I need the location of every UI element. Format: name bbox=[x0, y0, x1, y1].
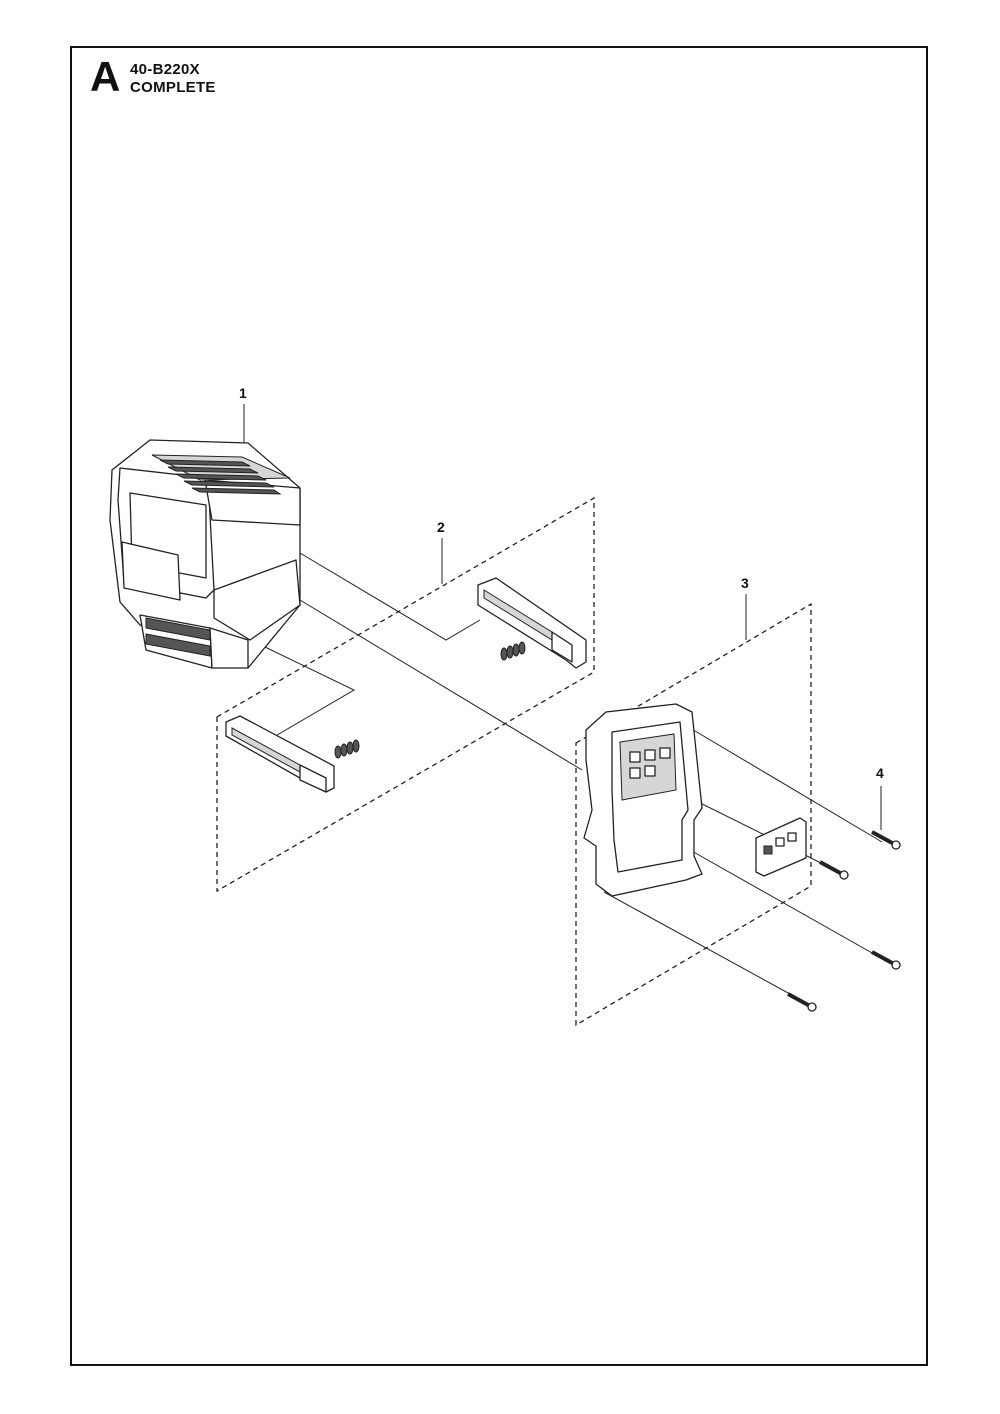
button-3 bbox=[659, 747, 671, 759]
section-letter: A bbox=[90, 53, 121, 100]
assembly-description: COMPLETE bbox=[130, 79, 216, 96]
callout-2[interactable]: 2 bbox=[437, 519, 445, 535]
latch-slide-lower[interactable] bbox=[225, 715, 335, 793]
housing-cover-part[interactable] bbox=[109, 439, 301, 669]
group-box-2 bbox=[216, 496, 595, 893]
drawing-border bbox=[70, 46, 928, 1366]
screw-2[interactable] bbox=[819, 860, 849, 880]
button-5 bbox=[644, 765, 656, 777]
callout-3[interactable]: 3 bbox=[741, 575, 749, 591]
callout-4[interactable]: 4 bbox=[876, 765, 884, 781]
screw-4[interactable] bbox=[787, 992, 817, 1012]
spring-lower[interactable] bbox=[334, 739, 360, 759]
spring-upper[interactable] bbox=[500, 641, 526, 661]
button-2 bbox=[644, 749, 656, 761]
button-1 bbox=[629, 751, 641, 763]
button-4 bbox=[629, 767, 641, 779]
screw-3[interactable] bbox=[871, 950, 901, 970]
button-label-decal[interactable] bbox=[755, 817, 807, 877]
screw-1[interactable] bbox=[871, 830, 901, 850]
group-box-3 bbox=[575, 602, 812, 1027]
vent-grille bbox=[151, 454, 291, 495]
model-code: 40-B220X bbox=[130, 61, 200, 78]
lower-grille bbox=[145, 617, 211, 657]
latch-slide-upper[interactable] bbox=[477, 577, 587, 669]
control-panel-cover[interactable] bbox=[583, 703, 703, 897]
callout-1[interactable]: 1 bbox=[239, 385, 247, 401]
